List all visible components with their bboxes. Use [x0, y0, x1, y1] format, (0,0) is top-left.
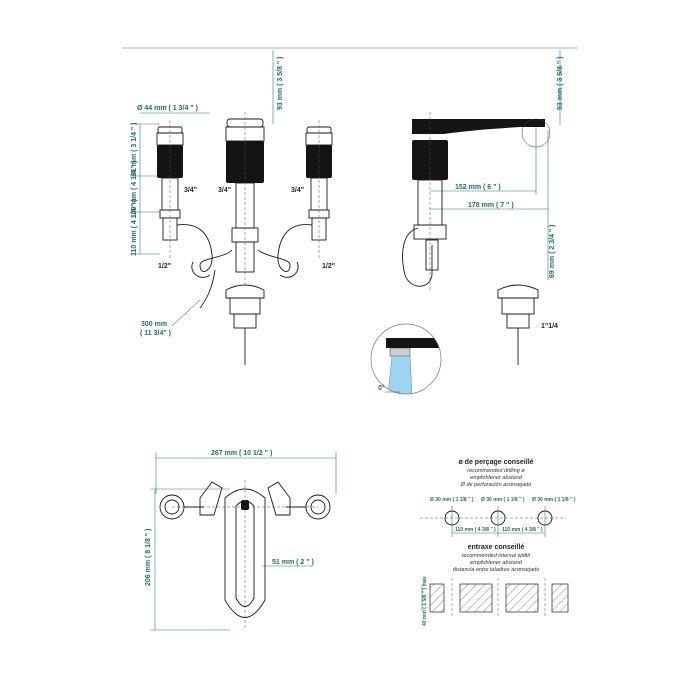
top-width-label: 267 mm ( 10 1/2 " ): [211, 450, 272, 457]
supply-hose: [199, 269, 216, 309]
front-view: Ø 44 mm ( 1 3/4 " ) 93 mm ( 3 5/8 " ) 81…: [130, 50, 335, 365]
counter-section-mid-left: [459, 583, 493, 613]
side-reach-178-label: 178 mm ( 7 " ): [468, 202, 514, 209]
top-spout: [224, 488, 266, 618]
side-view: 93 mm ( 3 5/8 " ) 152 mm ( 6 " ) 178 mm …: [402, 50, 564, 365]
waste-size-label: 1"1/4: [541, 323, 558, 330]
hose-length-label: 300 mm: [141, 321, 167, 328]
side-height-69-label: 69 mm ( 2 3/4 " ): [549, 224, 556, 278]
detail-circle: 0°: [370, 323, 442, 395]
top-offset-label: 51 mm ( 2 " ): [272, 559, 314, 566]
inlet-right-label: 1/2": [322, 263, 335, 270]
inlet-left-label: 1/2": [158, 263, 171, 270]
front-popup-waste: [225, 284, 265, 365]
top-view: 267 mm ( 10 1/2 " ) 206 mm ( 8 1/8 " ) 5…: [145, 450, 337, 631]
drilling-title-es: Ø de perforación aconsejado: [460, 482, 532, 488]
side-popup-waste: [497, 284, 539, 365]
spacing-1-label: 110 mm ( 4 3/8 " ): [455, 527, 496, 533]
front-diameter-label: Ø 44 mm ( 1 3/4 " ): [137, 105, 198, 112]
side-drain-loop: [402, 227, 433, 287]
interval-title-fr: entraxe conseillé: [468, 544, 525, 551]
thread-center-label: 3/4": [218, 187, 231, 194]
counter-section-right: [551, 583, 569, 613]
drilling-title-de: empfohlener abstand: [470, 475, 523, 481]
interval-title-de: empfohlener abstand: [470, 560, 523, 566]
front-height-handle-label: 81 mm ( 3 1/4 " ): [131, 122, 138, 176]
thickness-label: 40 mm ( 1 5/8 " ) max: [422, 576, 428, 626]
side-height-top-label: 93 mm ( 3 5/8 " ): [557, 56, 564, 110]
left-valve-body: [156, 120, 184, 260]
front-height-low-label: 110 mm ( 4 1/4 " ): [131, 199, 138, 256]
center-spout-body: [225, 112, 265, 285]
right-connector-hose: [257, 224, 313, 272]
spacing-2-label: 110 mm ( 4 3/8 " ): [502, 527, 543, 533]
hole-3-label: Ø 30 mm ( 1 1/8 " ): [532, 497, 576, 503]
drilling-title-fr: ø de perçage conseillé: [458, 459, 533, 466]
counter-section-mid-right: [505, 583, 539, 613]
side-reach-152-label: 152 mm ( 6 " ): [455, 184, 501, 191]
drilling-section: ø de perçage conseillé recommended drill…: [420, 459, 576, 537]
interval-title-es: distancia entre taladros aconsejado: [453, 567, 540, 573]
drilling-title-en: recommended drilling ø: [467, 468, 525, 474]
side-spout: [412, 119, 545, 134]
front-height-mid-label: 109 mm ( 4 1/4 " ): [131, 161, 138, 218]
thread-right-label: 3/4": [291, 187, 304, 194]
interval-title-en: recommended interval width: [462, 553, 531, 559]
hole-1-label: Ø 30 mm ( 1 1/8 " ): [430, 497, 474, 503]
hose-length-inch-label: ( 11 3/4" ): [140, 330, 171, 337]
interval-section: entraxe conseillé recommended interval w…: [421, 544, 569, 626]
thread-left-label: 3/4": [184, 187, 197, 194]
hole-2-label: Ø 30 mm ( 1 1/8 " ): [481, 497, 525, 503]
top-depth-label: 206 mm ( 8 1/8 " ): [145, 529, 152, 586]
front-height-top-label: 93 mm ( 3 5/8 " ): [277, 56, 284, 110]
counter-section-left: [429, 583, 445, 613]
right-valve-body: [305, 120, 333, 260]
left-connector-hose: [176, 224, 233, 272]
detail-angle-label: 0°: [378, 384, 385, 392]
